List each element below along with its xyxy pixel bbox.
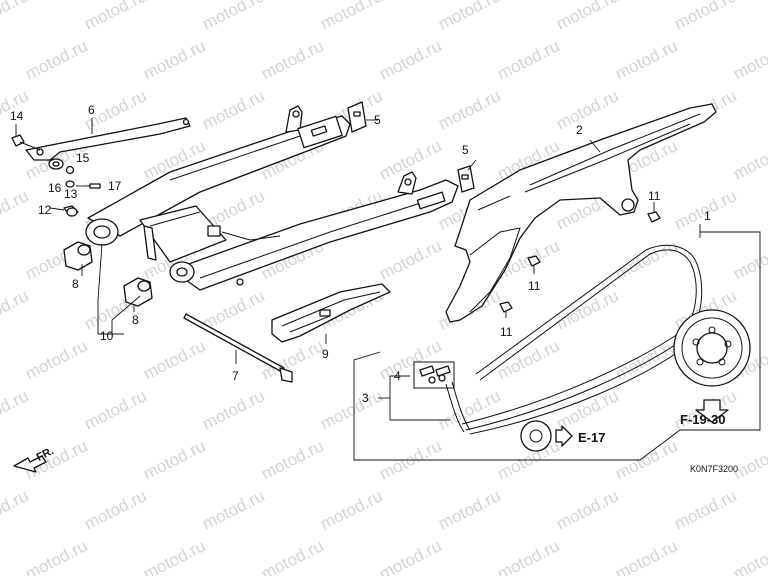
pivot-bushings [63,241,153,307]
master-link [413,361,455,389]
callout-5b: 5 [462,143,469,157]
rear-sprocket [673,309,751,423]
watermark-text: motod.ru [671,0,739,34]
callout-9: 9 [322,347,329,361]
bolt-14 [11,134,41,151]
watermark-text: motod.ru [612,336,680,383]
callout-3: 3 [362,391,369,405]
watermark-text: motod.ru [140,336,208,383]
watermark-text: motod.ru [22,336,90,383]
watermark-text: motod.ru [199,486,267,533]
front-arrow-icon [13,455,47,473]
watermark-text: motod.ru [81,386,149,433]
watermark-text: motod.ru [553,0,621,34]
watermark-text: motod.ru [494,336,562,383]
watermark-text: motod.ru [435,0,503,34]
watermark-text: motod.ru [0,486,32,533]
watermark-text: motod.ru [258,436,326,483]
callout-11c: 11 [500,325,513,339]
ref-e-17: E-17 [578,430,605,445]
callout-4: 4 [394,369,401,383]
callout-8b: 8 [132,313,139,327]
callouts: 1 2 3 4 5 5 6 7 8 8 9 10 11 11 11 12 13 … [10,103,711,405]
watermark-text: motod.ru [612,536,680,576]
watermark-text: motod.ru [612,36,680,83]
watermark-text: motod.ru [0,186,32,233]
watermark-text: motod.ru [317,0,385,34]
watermark-text: motod.ru [22,436,90,483]
pivot-axle [183,313,293,383]
watermark-text: motod.ru [553,486,621,533]
swingarm [85,105,459,291]
watermark-text: motod.ru [494,36,562,83]
chain-guard [445,103,717,323]
callout-8a: 8 [72,277,79,291]
watermark-text: motod.ru [435,486,503,533]
callout-13: 13 [64,187,78,201]
callout-15: 15 [76,151,90,165]
callout-2: 2 [576,123,583,137]
watermark-text: motod.ru [376,536,444,576]
callout-14: 14 [10,109,24,123]
callout-12: 12 [38,203,52,217]
callout-11b: 11 [528,279,541,293]
ref-f-19-30: F-19-30 [680,412,726,427]
watermark-text: motod.ru [22,36,90,83]
callout-11a: 11 [648,189,661,203]
watermark-text: motod.ru [199,86,267,133]
watermark-text: motod.ru [199,386,267,433]
watermark-text: motod.ru [140,536,208,576]
watermark-text: motod.ru [317,386,385,433]
watermark-text: motod.ru [612,236,680,283]
diagram-code: K0N7F3200 [690,464,738,474]
watermark-text: motod.ru [22,536,90,576]
watermark-text: motod.ru [494,536,562,576]
chain-slider [271,283,391,343]
watermark-text: motod.ru [0,286,32,333]
callout-5a: 5 [374,113,381,127]
watermark-text: motod.ru [376,336,444,383]
watermark-text: motod.ru [435,86,503,133]
guard-bolts [499,211,661,313]
watermark-text: motod.ru [376,236,444,283]
watermark-text: motod.ru [258,536,326,576]
watermark-text: motod.ru [140,36,208,83]
callout-1: 1 [704,209,711,223]
watermark-text: motod.ru [730,536,768,576]
front-sprocket [520,420,573,452]
watermark-text: motod.ru [199,0,267,34]
watermark-text: motod.ru [376,36,444,83]
watermark-text: motod.ru [730,136,768,183]
watermark-text: motod.ru [140,436,208,483]
watermark-text: motod.ru [730,36,768,83]
watermark-text: motod.ru [81,0,149,34]
torque-link [25,117,191,161]
callout-6: 6 [88,103,95,117]
watermark-text: motod.ru [0,386,32,433]
fasteners [48,158,101,217]
callout-17: 17 [108,179,122,193]
callout-10: 10 [100,329,114,343]
callout-7: 7 [232,369,239,383]
leader-lines [15,118,761,461]
watermark-text: motod.ru [730,236,768,283]
watermark-text: motod.ru [553,386,621,433]
callout-16: 16 [48,181,62,195]
watermark-text: motod.ru [0,0,32,34]
watermark-text: motod.ru [81,486,149,533]
watermark-text: motod.ru [730,436,768,483]
watermark-text: motod.ru [553,86,621,133]
watermark-text: motod.ru [258,36,326,83]
watermark-text: motod.ru [435,386,503,433]
slider-plates [347,101,475,193]
watermark-text: motod.ru [317,486,385,533]
watermark-text: motod.ru [671,486,739,533]
